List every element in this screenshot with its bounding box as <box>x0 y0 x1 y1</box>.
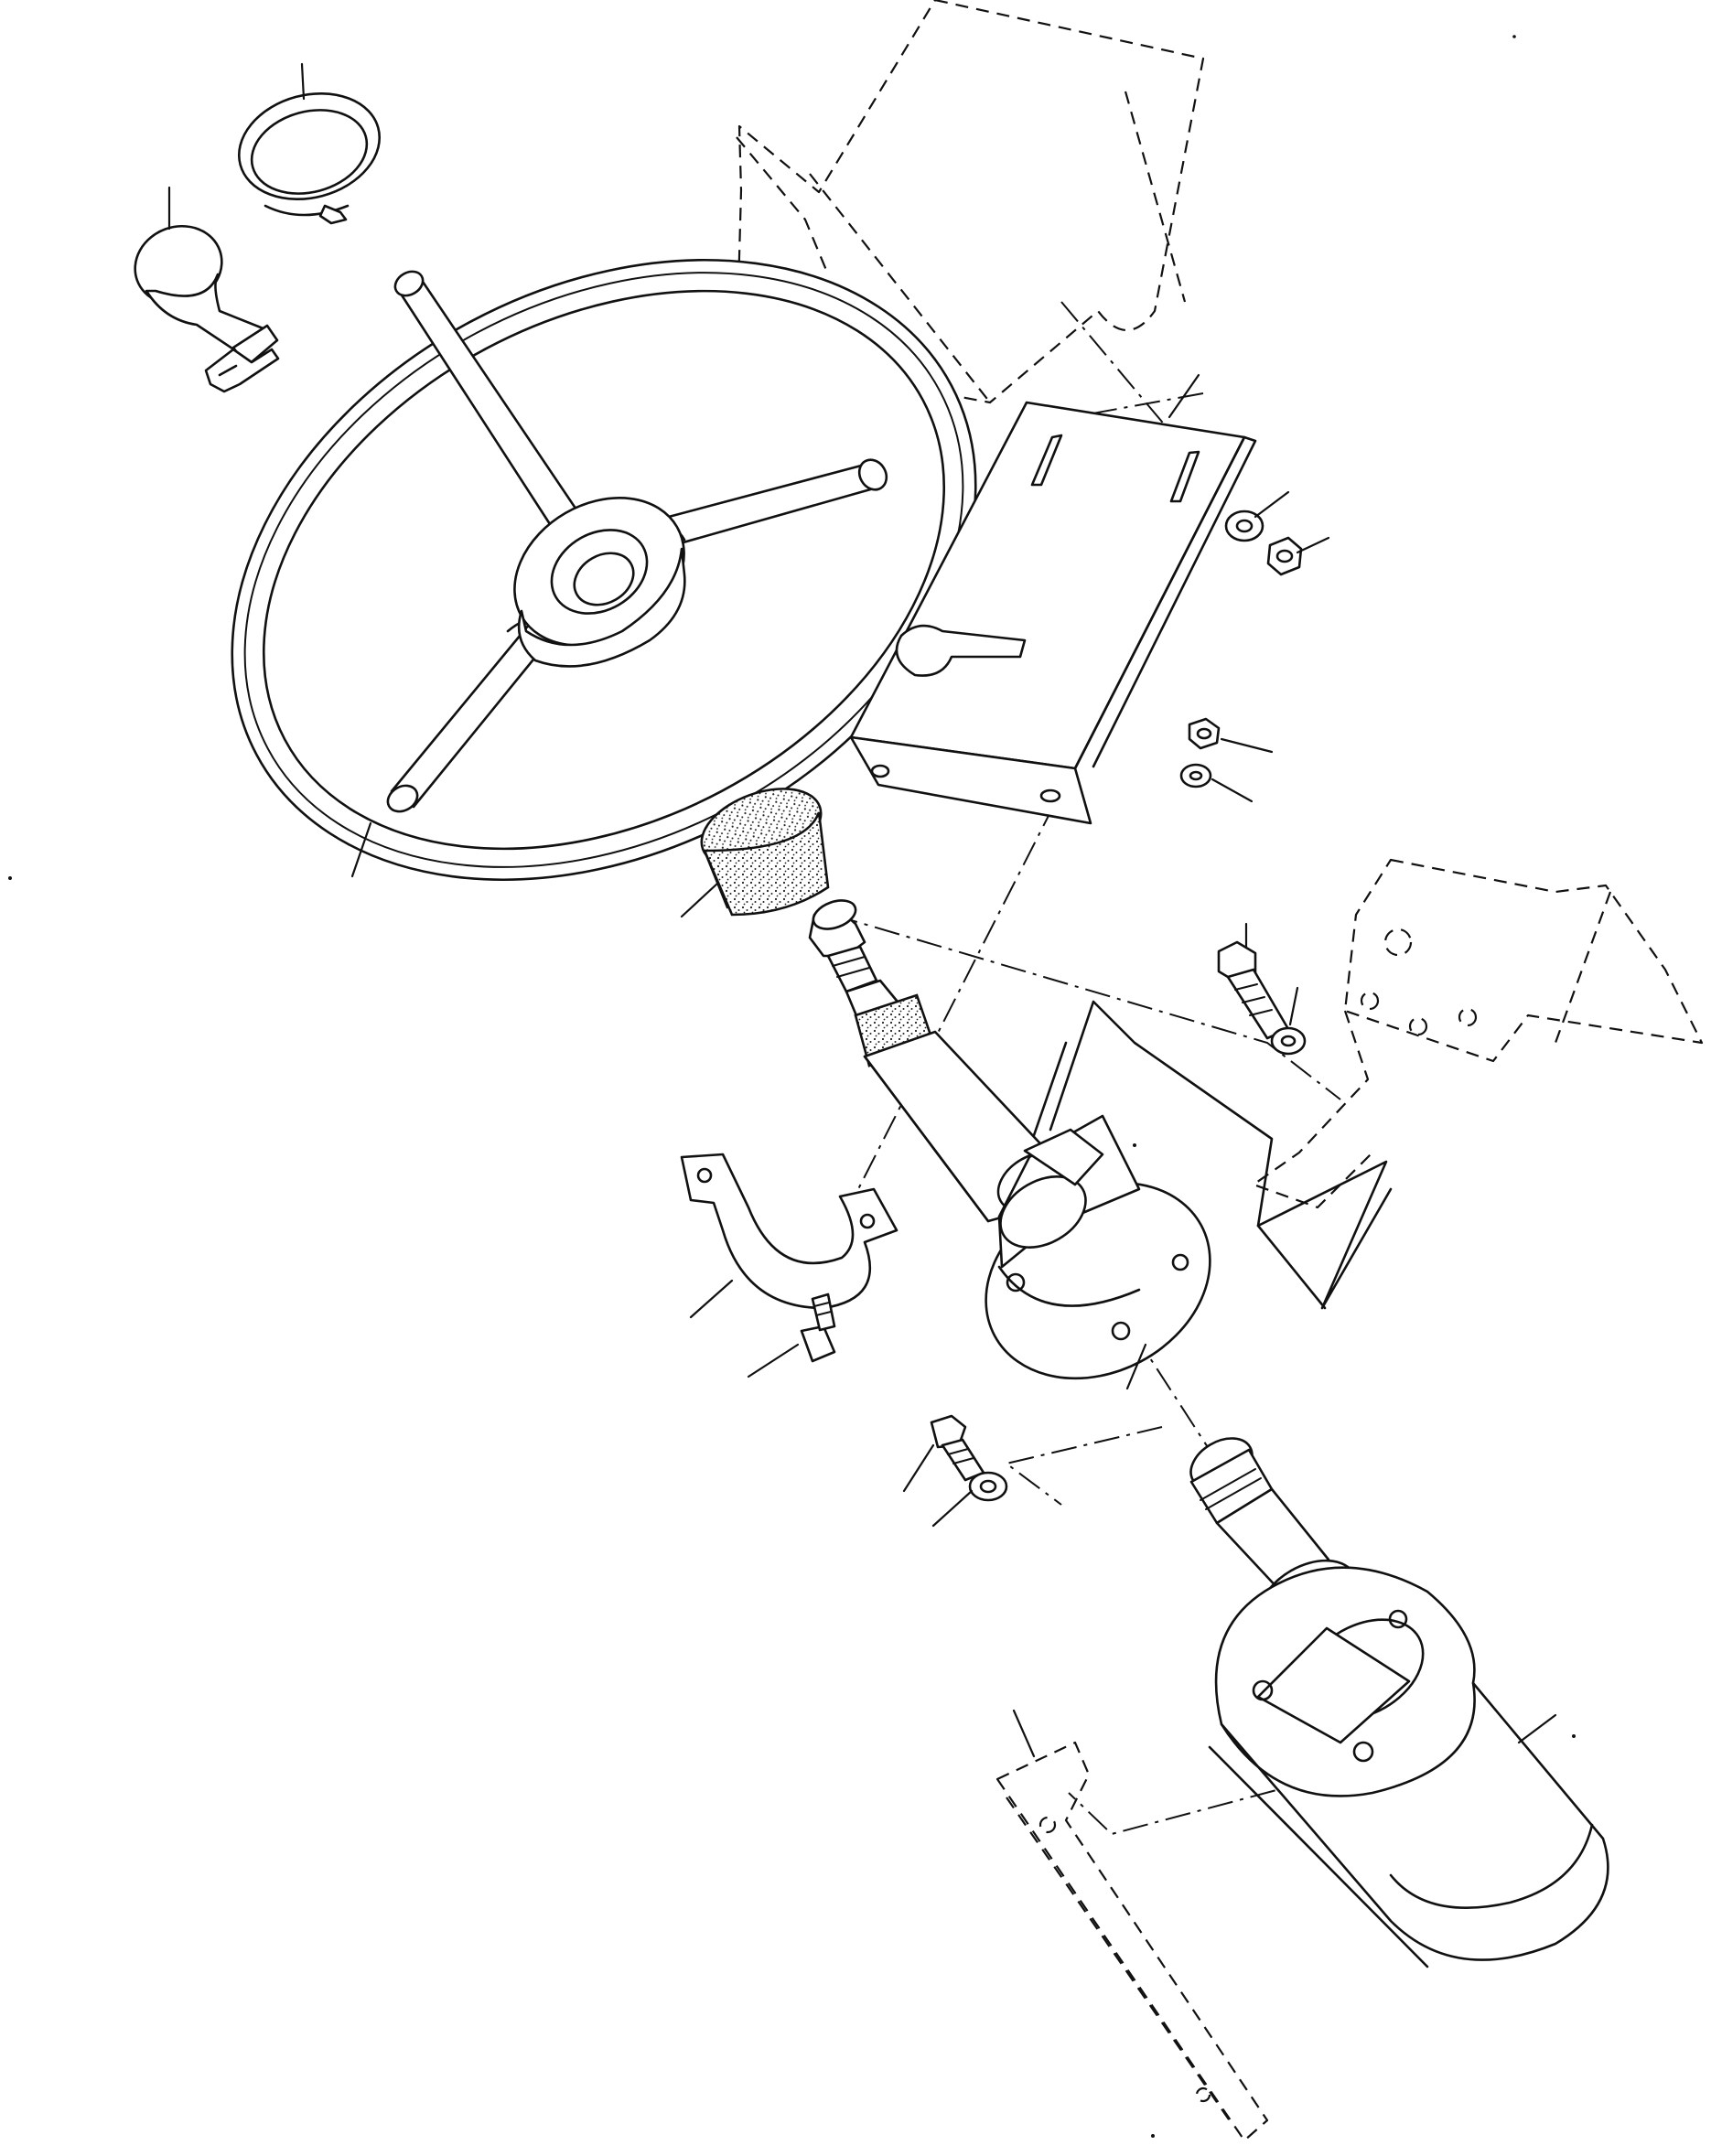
phantom-plate-bottom <box>995 1741 1269 2142</box>
phantom-panel-top <box>735 0 1205 404</box>
column-boot <box>700 788 830 917</box>
horn-cap <box>237 91 382 225</box>
steering-motor <box>1189 1437 1609 1968</box>
leader-lines <box>167 62 1557 1758</box>
nut-washer-lower <box>1179 717 1221 788</box>
column-tube <box>985 1114 1211 1380</box>
bolt-right <box>1217 940 1307 1056</box>
bolt-clamp <box>800 1293 836 1363</box>
spinner-knob <box>134 224 280 393</box>
u-clamp <box>680 1153 899 1310</box>
bolt-washer-lower <box>930 1414 1008 1502</box>
mounting-bracket <box>849 401 1257 825</box>
phantom-bracket-right <box>1252 858 1704 1209</box>
registration-marks <box>8 35 1576 2138</box>
nut-washer-upper <box>1224 510 1303 576</box>
